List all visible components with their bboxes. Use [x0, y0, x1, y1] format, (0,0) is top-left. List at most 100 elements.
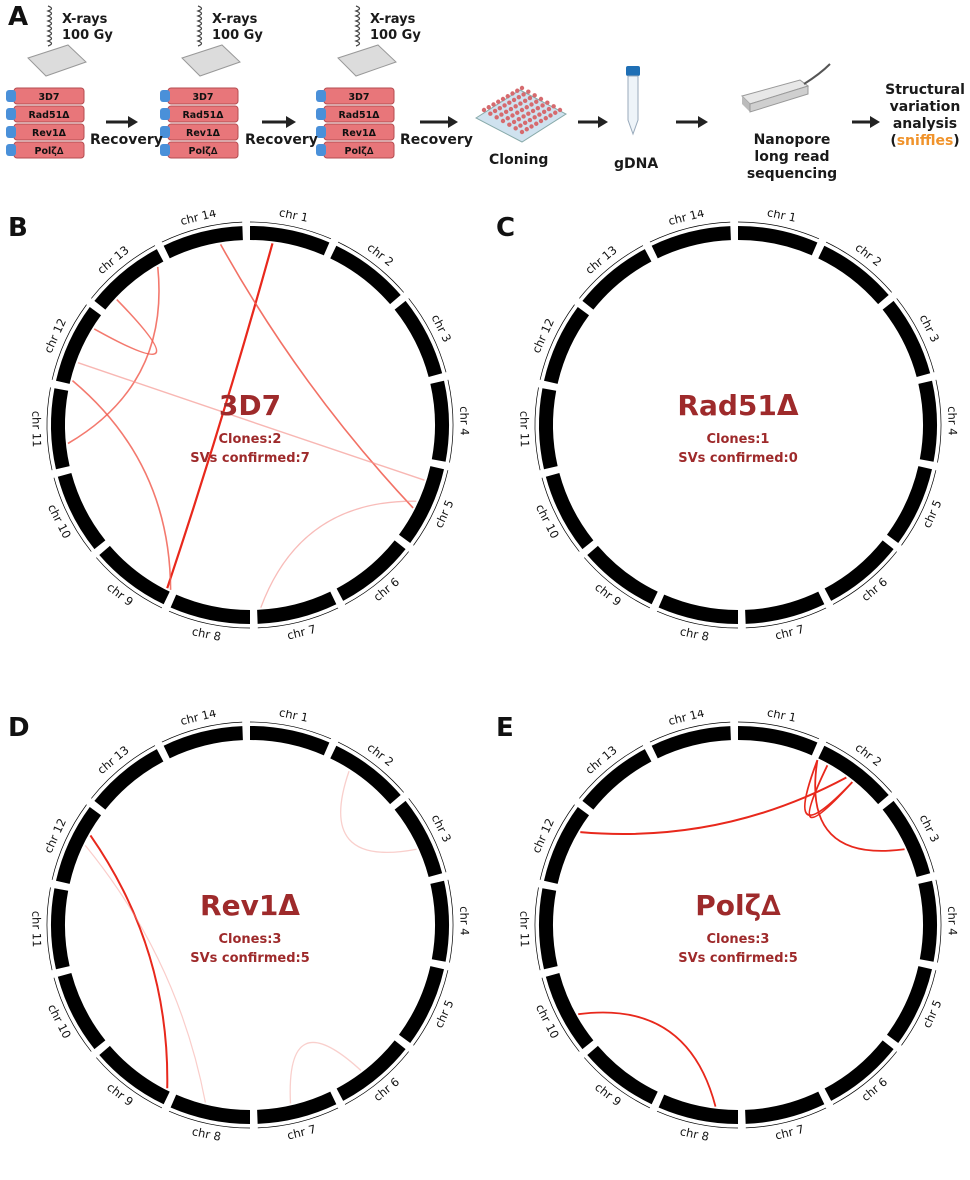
well-icon: [527, 117, 533, 123]
well-icon: [510, 113, 515, 118]
chromosome-ruler: [737, 221, 820, 240]
well-icon: [524, 127, 529, 132]
sequencer-icon: [741, 63, 831, 113]
chromosome-ruler: [539, 804, 575, 880]
chromosome-label: chr 1: [766, 710, 798, 725]
chromosome-label: chr 7: [774, 622, 806, 643]
well-icon: [500, 96, 506, 102]
sv-line: variation: [889, 99, 961, 115]
chromosome-label: chr 12: [41, 816, 69, 855]
chromosome-ruler: [344, 551, 409, 605]
chromosome-segment: [94, 749, 164, 810]
flask-cap-icon: [160, 144, 170, 156]
well-icon: [518, 101, 523, 106]
chromosome-ruler: [737, 721, 820, 740]
sv-link: [814, 759, 905, 852]
chromosome-segment: [51, 388, 70, 470]
sv-link: [580, 776, 847, 835]
chromosome-ruler: [896, 298, 935, 373]
flask-cap-icon: [316, 144, 326, 156]
chromosome-ruler: [825, 241, 893, 293]
well-icon: [530, 108, 536, 114]
chromosome-ruler: [832, 1051, 897, 1105]
chromosome-segment: [249, 226, 330, 256]
chromosome-ruler: [901, 970, 937, 1046]
chromosome-label: chr 2: [853, 740, 885, 769]
chromosome-label: chr 3: [429, 312, 455, 344]
chromosome-ruler: [745, 607, 827, 629]
chromosome-label: chr 8: [191, 624, 223, 644]
well-icon: [519, 129, 525, 135]
chromosome-segment: [587, 1045, 658, 1105]
strain-label: 3D7: [348, 92, 369, 103]
chromosome-segment: [539, 888, 558, 970]
arrowhead-icon: [698, 116, 708, 128]
gdna-label: gDNA: [614, 156, 659, 172]
chromosome-label: chr 7: [286, 1122, 318, 1143]
chromosome-ruler: [91, 745, 156, 799]
chromosome-segment: [256, 1091, 337, 1124]
chromosome-ruler: [51, 304, 87, 380]
well-icon: [532, 115, 537, 120]
chromosome-segment: [737, 226, 818, 256]
chromosome-ruler: [413, 970, 449, 1046]
strain-label: Polζ∆: [35, 146, 64, 157]
chromosome-segment: [57, 972, 106, 1050]
well-icon: [515, 110, 520, 115]
well-icon: [546, 106, 552, 112]
sv-analysis-label: Structural variation analysis (sniffles): [880, 82, 970, 150]
well-icon: [534, 121, 539, 126]
sv-link: [803, 759, 853, 816]
well-icon: [521, 114, 526, 119]
tube-icon: [626, 66, 640, 136]
chromosome-segment: [99, 545, 170, 605]
well-icon: [551, 104, 556, 109]
chromosome-segment: [336, 1040, 406, 1101]
chromosome-segment: [882, 300, 931, 378]
chromosome-label: chr 8: [679, 624, 711, 644]
chromosome-segment: [330, 745, 401, 805]
well-icon: [511, 119, 517, 125]
chromosome-segment: [545, 972, 594, 1050]
flask-cap-icon: [316, 126, 326, 138]
sv-link: [340, 770, 417, 853]
well-icon: [488, 111, 493, 116]
strain-label: Rad51Δ: [338, 110, 380, 121]
well-icon: [516, 116, 522, 122]
well-icon: [491, 102, 496, 107]
sv-link: [67, 266, 160, 445]
strain-label: Polζ∆: [345, 146, 374, 157]
recovery-label-2: Recovery: [245, 132, 318, 148]
panel-label-a: A: [8, 2, 29, 32]
well-icon: [521, 92, 526, 97]
sv-link: [260, 500, 417, 608]
chromosome-segment: [587, 545, 658, 605]
chromosome-segment: [55, 806, 102, 884]
chromosome-segment: [57, 472, 106, 550]
chromosome-segment: [398, 966, 445, 1044]
chromosome-ruler: [46, 387, 53, 471]
flask-top-icon: [181, 44, 241, 77]
chromosome-ruler: [447, 879, 454, 963]
chromosome-ruler: [901, 470, 937, 546]
well-icon: [524, 105, 529, 110]
well-icon: [507, 100, 512, 105]
well-icon: [529, 124, 534, 129]
chromosome-segment: [256, 591, 337, 624]
workflow-graphics: 3D7Rad51ΔRev1ΔPolζ∆3D7Rad51ΔRev1ΔPolζ∆3D…: [6, 5, 880, 159]
strain-label: 3D7: [38, 92, 59, 103]
chromosome-label: chr 12: [529, 816, 557, 855]
well-icon: [545, 100, 550, 105]
sequencer-side-icon: [742, 96, 750, 112]
chromosome-ruler: [649, 221, 731, 243]
well-icon: [494, 115, 499, 120]
chromosome-label: chr 7: [774, 1122, 806, 1143]
chromosome-segment: [824, 540, 894, 601]
flask-top-icon: [337, 44, 397, 77]
